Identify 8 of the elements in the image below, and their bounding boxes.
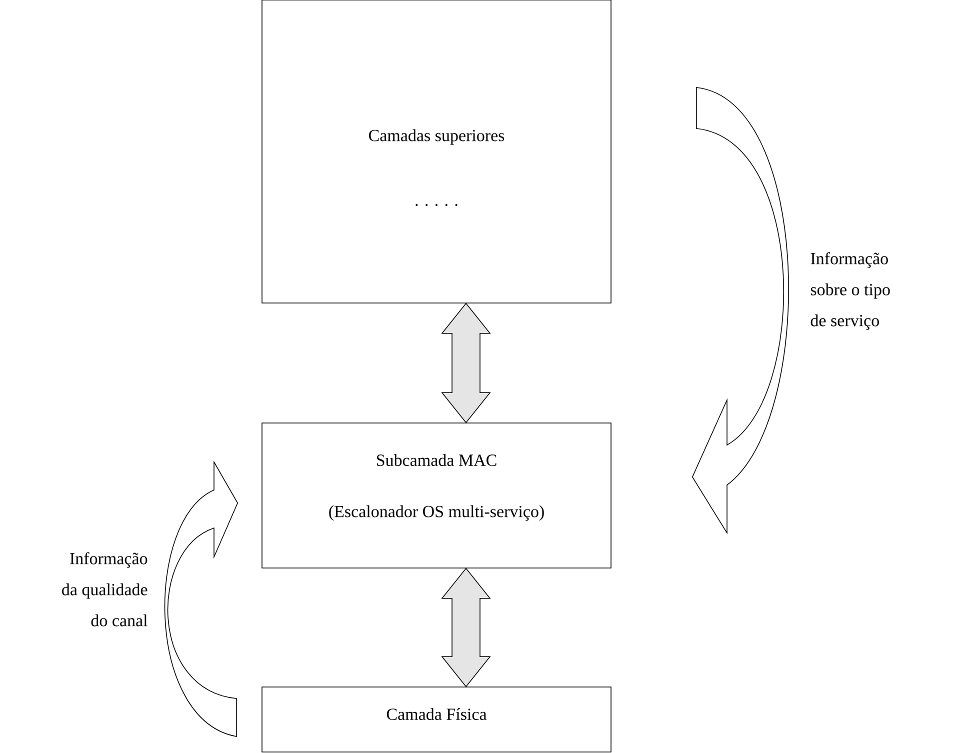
curved-arrow [692, 87, 788, 534]
layer-subtitle: (Escalonador OS multi-serviço) [329, 505, 544, 521]
layer-subtitle: . . . . . [416, 204, 458, 206]
layer-title: Subcamada MAC [376, 454, 496, 466]
edge-label: Informação da qualidade do canal [62, 552, 148, 626]
edge-label: Informação sobre o tipo de serviço [810, 252, 890, 330]
layer-title: Camadas superiores [368, 129, 504, 145]
layer-title: Camada Física [386, 708, 487, 720]
